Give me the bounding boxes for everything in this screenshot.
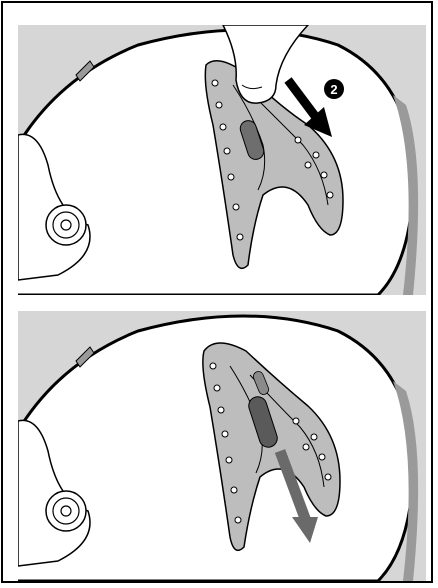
helmet-illustration-bottom bbox=[18, 311, 426, 581]
instruction-frame: 2 bbox=[1, 1, 433, 583]
helmet-illustration-top: 2 bbox=[18, 25, 426, 295]
instruction-panel-bottom bbox=[18, 311, 426, 581]
svg-text:2: 2 bbox=[330, 82, 337, 97]
instruction-panel-top: 2 bbox=[18, 25, 426, 295]
step-badge: 2 bbox=[324, 79, 344, 99]
